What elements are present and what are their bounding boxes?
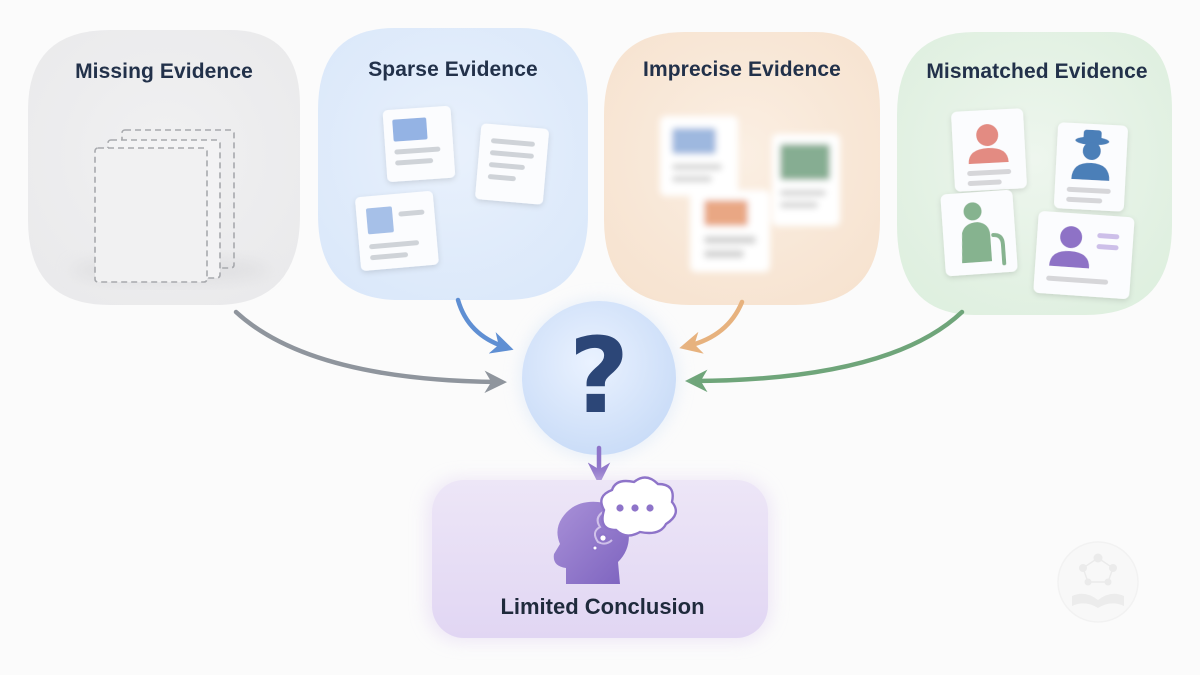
blurred-doc-1 xyxy=(660,116,738,196)
conclusion-box xyxy=(426,476,772,642)
sparse-doc-2 xyxy=(475,123,549,205)
panel-title-missing: Missing Evidence xyxy=(75,60,253,83)
blurred-document-icon xyxy=(660,116,840,272)
arrow-sparse-to-center xyxy=(455,297,514,354)
panel-title-imprecise: Imprecise Evidence xyxy=(643,58,841,81)
person-card-red xyxy=(951,108,1027,192)
thought-bubble xyxy=(600,476,678,537)
blurred-doc-3 xyxy=(690,190,770,272)
person-card-blue xyxy=(1054,122,1128,212)
conclusion-label: Limited Conclusion xyxy=(500,594,705,619)
sparse-doc-1 xyxy=(382,105,456,182)
person-card-green xyxy=(940,189,1018,277)
arrow-imprecise-to-center xyxy=(679,299,745,354)
panel-title-mismatched: Mismatched Evidence xyxy=(926,60,1148,83)
book-network-logo-icon xyxy=(1057,541,1139,623)
sparse-doc-3 xyxy=(355,191,439,271)
arrow-missing-to-center xyxy=(233,309,507,394)
panel-imprecise-bg xyxy=(604,32,880,305)
arrow-mismatched-to-center xyxy=(685,309,965,393)
blurred-doc-2 xyxy=(772,134,840,226)
empty-document-stack-icon xyxy=(70,129,270,284)
person-card-purple xyxy=(1033,211,1135,299)
question-mark-icon: ? xyxy=(569,315,629,437)
scattered-document-icon xyxy=(355,105,549,271)
center-question-node: ? xyxy=(520,300,678,458)
thinking-head-icon xyxy=(553,476,678,584)
person-profile-card-icon xyxy=(940,108,1135,299)
panel-title-sparse: Sparse Evidence xyxy=(368,58,538,81)
